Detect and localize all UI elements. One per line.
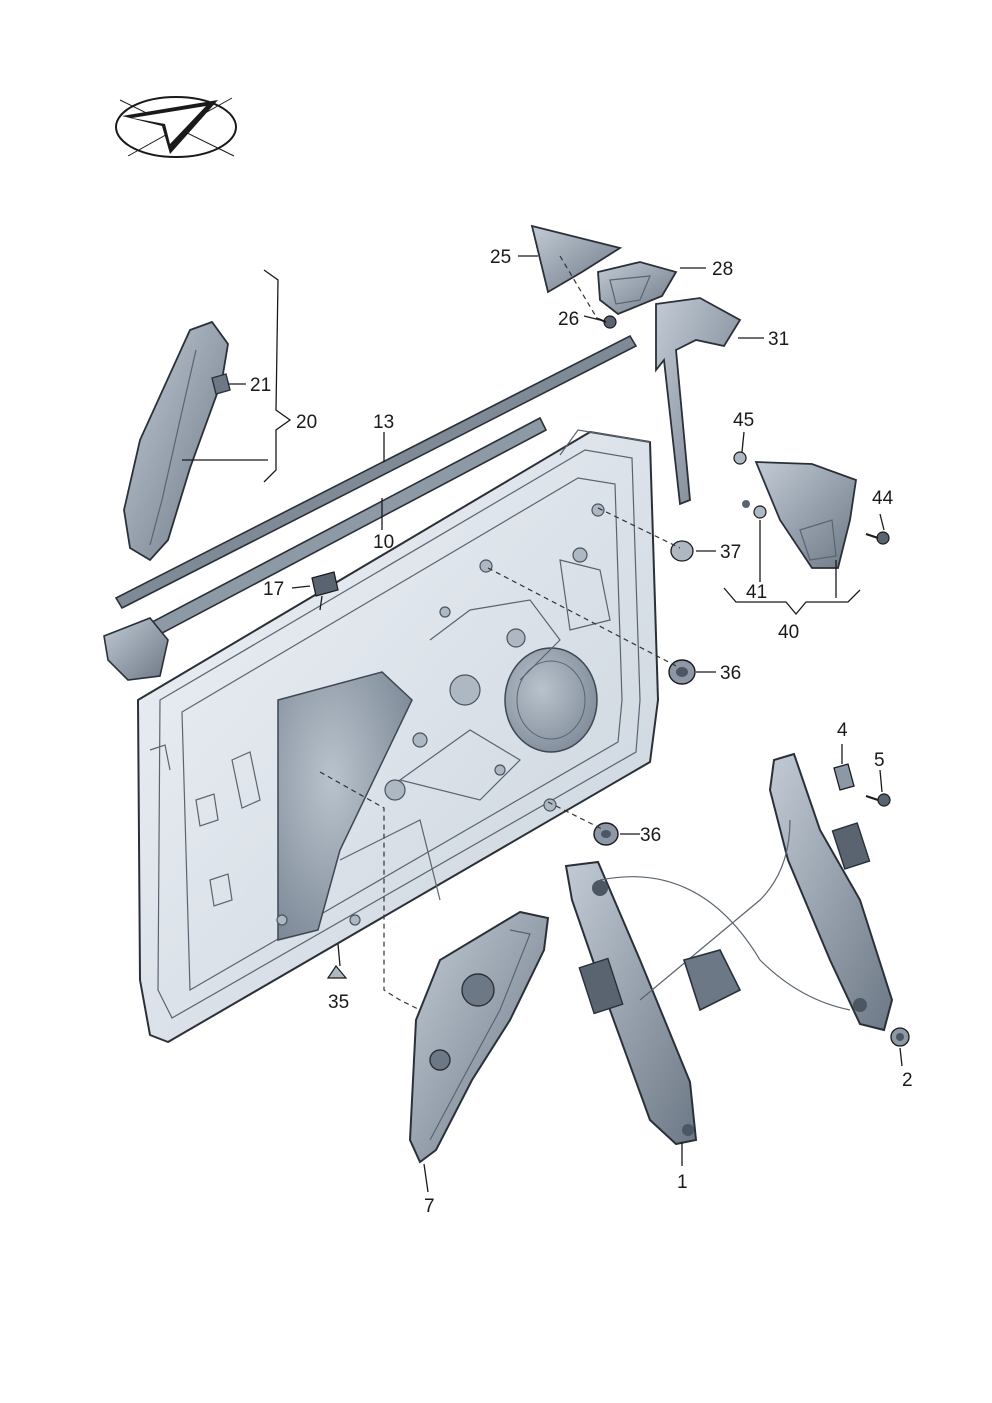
callout-36-lower: 36: [640, 825, 661, 846]
clip-45: [733, 451, 747, 465]
callout-labels: 25 28 26 31 21 20 13 10 45 44 37 17 41 4…: [250, 247, 913, 1217]
grommet-36-upper: [668, 659, 696, 685]
callout-40: 40: [778, 622, 799, 643]
callout-20: 20: [296, 412, 317, 433]
plug-37: [670, 540, 694, 562]
callout-7: 7: [424, 1196, 435, 1217]
inner-window-seal-10: [103, 416, 548, 681]
callout-4: 4: [837, 720, 848, 741]
clip-41: [742, 500, 767, 519]
mirror-cover-25: [530, 224, 623, 294]
plug-17: [311, 571, 339, 597]
callout-5: 5: [874, 750, 885, 771]
window-guide-20: [123, 320, 229, 562]
callout-1: 1: [677, 1172, 688, 1193]
callout-2: 2: [902, 1070, 913, 1091]
assembly-carrier-7: [408, 910, 550, 1164]
outer-window-seal-13: [114, 334, 638, 610]
bolt-5: [865, 793, 891, 807]
direction-compass-icon: [115, 96, 237, 158]
callout-17: 17: [263, 579, 284, 600]
clip-4: [833, 763, 855, 791]
mirror-mount-28: [597, 261, 678, 316]
callout-44: 44: [872, 488, 894, 509]
callout-41: 41: [746, 582, 767, 603]
callout-21: 21: [250, 375, 271, 396]
callout-25: 25: [490, 247, 511, 268]
callout-13: 13: [373, 412, 394, 433]
callout-26: 26: [558, 309, 579, 330]
clip-35: [326, 964, 348, 979]
callout-28: 28: [712, 259, 733, 280]
callout-45: 45: [733, 410, 754, 431]
screw-26: [595, 315, 617, 329]
callout-36-upper: 36: [720, 663, 741, 684]
callout-31: 31: [768, 329, 789, 350]
window-channel-31: [655, 297, 742, 506]
nut-2: [890, 1027, 910, 1047]
callout-10: 10: [373, 532, 394, 553]
door-inner-panel: [137, 429, 659, 1043]
window-regulator-1: [564, 752, 894, 1146]
leader-lines: [182, 255, 903, 1193]
callout-37: 37: [720, 542, 741, 563]
clip-21: [211, 373, 231, 395]
screw-44: [865, 531, 890, 545]
callout-35: 35: [328, 992, 349, 1013]
corner-trim-40: [754, 461, 857, 569]
